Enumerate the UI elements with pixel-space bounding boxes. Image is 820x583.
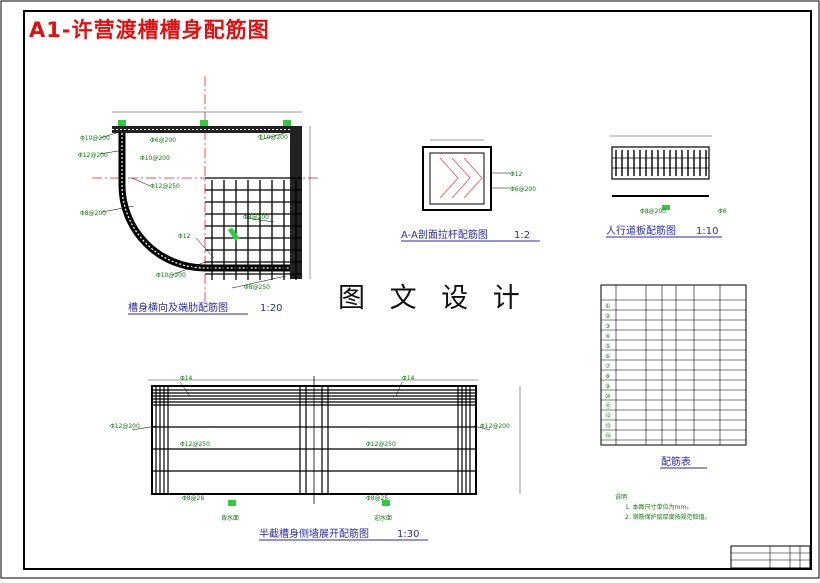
- cross-section-view: Φ10@200 Φ12@200 Φ6@200 Φ10@200 Φ12@250 Φ…: [78, 76, 320, 315]
- title-block: [730, 545, 811, 569]
- wall-rebar-label: Φ8@25: [366, 495, 388, 502]
- table-row: ⑦: [605, 363, 611, 370]
- aa-scale: 1:2: [514, 230, 530, 241]
- rebar-table: ① ② ③ ④ ⑤ ⑥ ⑦ ⑧ ⑨ ⑩ ⑪ ⑫ ⑬ ⑭ 配筋表: [600, 284, 747, 469]
- wall-rebar-label: Φ8@28: [182, 495, 204, 502]
- watermark: 图 文 设 计: [338, 283, 528, 314]
- rebar-marker: [283, 120, 291, 126]
- inner-frame: [23, 10, 812, 570]
- aa-caption: A-A剖面拉杆配筋图: [401, 228, 488, 241]
- table-row: ⑩: [605, 393, 610, 400]
- table-row: ①: [605, 303, 610, 310]
- table-row: ③: [605, 323, 610, 330]
- aa-outer-frame: [422, 146, 492, 211]
- aa-inner-frame: [429, 152, 485, 205]
- table-row: ⑫: [605, 412, 611, 420]
- rebar-marker: [228, 500, 236, 506]
- rebar-label: Φ10@200: [156, 272, 186, 279]
- rebar-marker: [662, 205, 670, 210]
- table-grid: [601, 285, 746, 445]
- notes-heading: 说明: [615, 493, 627, 501]
- rebar-marker: [118, 120, 126, 126]
- wall-caption: 半截槽身侧墙展开配筋图: [259, 527, 369, 540]
- u-shell: [118, 133, 290, 272]
- table-title: 配筋表: [661, 455, 691, 468]
- aa-rebar-label: Φ6@200: [510, 186, 536, 193]
- walkway-rebar-label: Φ8@200: [640, 208, 666, 215]
- face-label-back: 背水面: [221, 514, 239, 522]
- note-item: 1. 本图尺寸单位为mm。: [625, 503, 692, 511]
- rebar-label: Φ10@200: [258, 134, 288, 141]
- table-row: ⑤: [605, 343, 610, 350]
- walkway-rebar-label: Φ6: [718, 208, 727, 215]
- end-rib-grid: [205, 177, 302, 280]
- walkway-caption: 人行道板配筋图: [606, 224, 676, 237]
- rebar-label: Φ8@250: [244, 284, 270, 291]
- drawing-title: A1-许营渡槽槽身配筋图: [29, 18, 270, 42]
- aa-section-view: Φ12 Φ6@200 A-A剖面拉杆配筋图 1:2: [401, 139, 540, 242]
- wall-scale: 1:30: [397, 529, 419, 540]
- table-row: ⑧: [605, 373, 610, 380]
- rebar-label: Φ12: [178, 233, 191, 240]
- walkway-view: Φ8@200 Φ6 人行道板配筋图 1:10: [606, 135, 727, 238]
- cross-section-caption: 槽身横向及端肋配筋图: [128, 301, 228, 314]
- aa-stirrups: [439, 157, 483, 199]
- table-row: ⑭: [605, 432, 611, 440]
- rebar-marker: [227, 227, 240, 241]
- cross-section-labels: Φ10@200 Φ12@200 Φ6@200 Φ10@200 Φ12@250 Φ…: [78, 134, 288, 291]
- wall-leader-lines: [131, 381, 491, 431]
- notes: 说明 1. 本图尺寸单位为mm。 2. 钢筋保护层厚度按规范取值。: [615, 493, 711, 521]
- rebar-marker: [382, 500, 390, 506]
- leader-lines: [99, 129, 289, 289]
- rebar-label: Φ10@200: [140, 155, 170, 162]
- wall-view: Φ14 Φ14 Φ12@200 Φ12@200 Φ12@250 Φ12@250 …: [110, 375, 521, 541]
- walkway-slab: [611, 146, 710, 180]
- rebar-label: Φ8@200: [80, 210, 106, 217]
- note-item: 2. 钢筋保护层厚度按规范取值。: [625, 513, 711, 521]
- cross-section-scale: 1:20: [260, 303, 282, 314]
- wall-rebar-label: Φ12@250: [180, 441, 210, 448]
- aa-rebar-label: Φ12: [510, 171, 523, 178]
- table-row: ⑥: [605, 353, 610, 360]
- table-row: ⑪: [605, 402, 611, 410]
- table-row: ⑬: [605, 422, 611, 430]
- wall-rebar-label: Φ12@200: [480, 423, 510, 430]
- table-frame: [600, 284, 747, 446]
- top-slab: [112, 126, 302, 133]
- rebar-label: Φ12@250: [150, 183, 180, 190]
- table-row-numbers: ① ② ③ ④ ⑤ ⑥ ⑦ ⑧ ⑨ ⑩ ⑪ ⑫ ⑬ ⑭: [605, 303, 611, 440]
- rebar-label: Φ10@200: [80, 135, 110, 142]
- face-label-front: 迎水面: [374, 514, 392, 522]
- rebar-marker: [200, 120, 208, 126]
- table-row: ②: [605, 313, 611, 320]
- table-row: ④: [605, 333, 610, 340]
- wall-rebar-label: Φ12@250: [366, 441, 396, 448]
- rebar-label: Φ6@200: [150, 137, 176, 144]
- wall-rebar-label: Φ12@200: [110, 423, 140, 430]
- walkway-grid: [612, 150, 709, 176]
- rebar-label: Φ8@200: [243, 214, 269, 221]
- wall-rebar-label: Φ14: [180, 375, 193, 382]
- wall-rebar-label: Φ14: [402, 375, 415, 382]
- walkway-scale: 1:10: [696, 226, 718, 237]
- rebar-label: Φ12@200: [78, 152, 108, 159]
- table-row: ⑨: [605, 383, 610, 390]
